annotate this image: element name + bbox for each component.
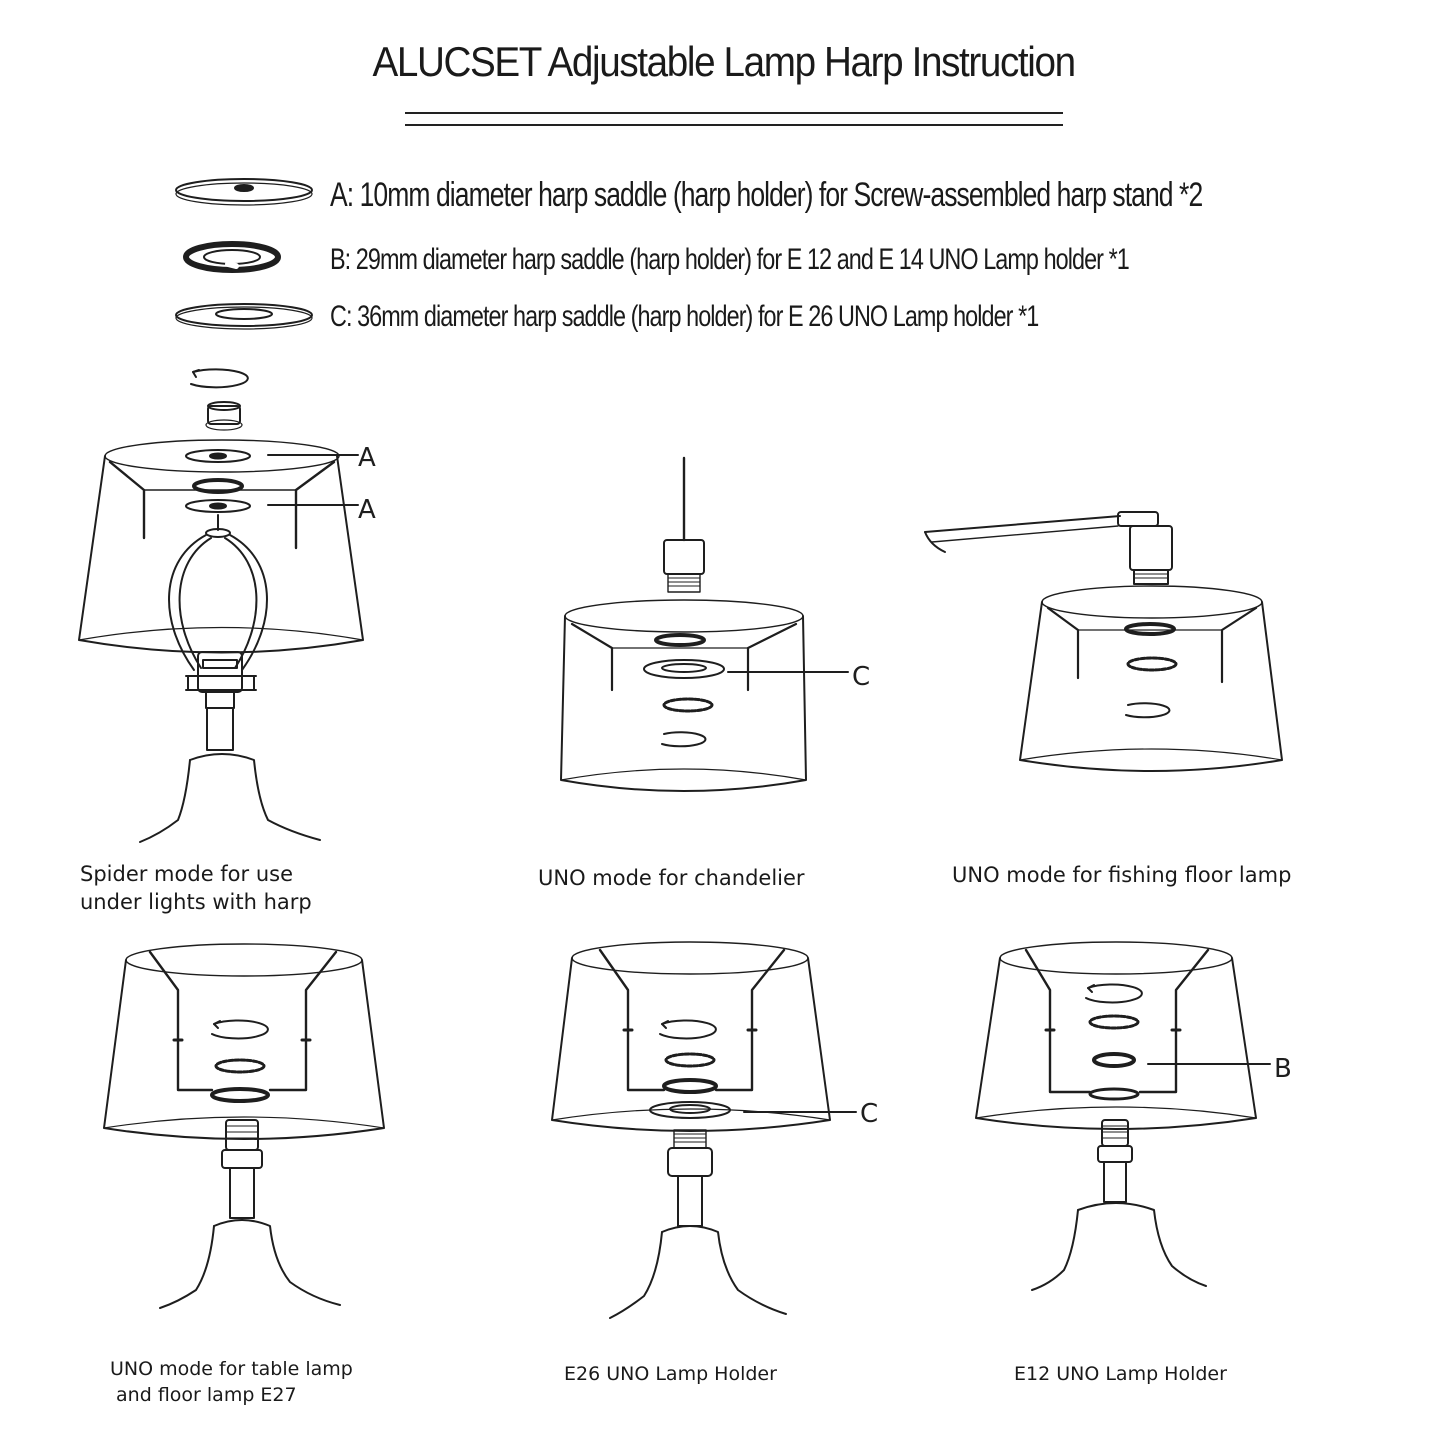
caption-e26: E26 UNO Lamp Holder <box>564 1363 777 1385</box>
table-lamp-e27-illustration <box>103 943 385 1309</box>
legend-text-b: B: 29mm diameter harp saddle (harp holde… <box>330 243 1130 276</box>
chandelier-illustration <box>560 456 849 792</box>
page-title: ALUCSET Adjustable Lamp Harp Instruction <box>372 38 1076 85</box>
callout-c-e26: C <box>860 1099 878 1129</box>
legend-text-c: C: 36mm diameter harp saddle (harp holde… <box>330 300 1039 333</box>
saddle-a-icon <box>175 178 313 206</box>
caption-table-lamp: UNO mode for table lamp and floor lamp E… <box>110 1358 353 1406</box>
e12-lamp-holder-illustration <box>975 941 1271 1291</box>
callout-c-chandelier: C <box>852 662 870 692</box>
title-underline-bottom <box>405 124 1063 126</box>
callout-a-bottom: A <box>358 495 376 525</box>
fishing-lamp-illustration <box>924 511 1283 772</box>
caption-e12: E12 UNO Lamp Holder <box>1014 1363 1227 1385</box>
legend-text-a: A: 10mm diameter harp saddle (harp holde… <box>330 176 1203 214</box>
callout-b-e12: B <box>1274 1054 1292 1084</box>
caption-chandelier: UNO mode for chandelier <box>538 866 805 890</box>
caption-fishing-floor-lamp: UNO mode for fishing floor lamp <box>952 863 1292 887</box>
spider-mode-illustration <box>78 368 364 843</box>
e26-lamp-holder-illustration <box>551 941 857 1319</box>
callout-a-top: A <box>358 443 376 473</box>
caption-spider-mode: Spider mode for use under lights with ha… <box>80 862 312 914</box>
saddle-b-icon <box>183 241 281 273</box>
saddle-c-icon <box>175 303 313 330</box>
title-underline-top <box>405 112 1063 114</box>
